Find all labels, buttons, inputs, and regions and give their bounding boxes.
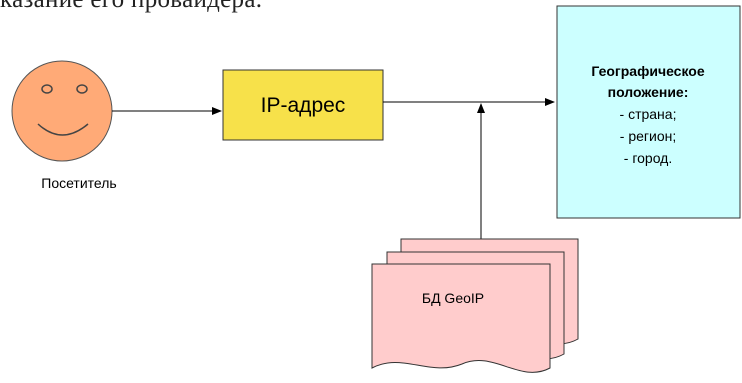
geoip-database-icon <box>371 238 579 373</box>
partial-heading-text: казание его провайдера. <box>0 0 742 16</box>
geo-item-city: - город. <box>624 150 672 166</box>
geo-title-line1: Географическое <box>591 63 704 79</box>
db-label: БД GeoIP <box>422 290 484 306</box>
db-doc-front <box>371 263 551 373</box>
visitor-left-eye <box>41 84 53 94</box>
geo-title-line2: положение: <box>608 84 689 100</box>
ip-address-label: IP-адрес <box>261 94 346 117</box>
visitor-icon <box>11 60 113 162</box>
visitor-label: Посетитель <box>41 175 116 191</box>
geo-item-country: - страна; <box>620 106 677 122</box>
ip-address-box <box>222 69 384 141</box>
visitor-smile <box>37 123 89 136</box>
visitor-face <box>11 60 113 162</box>
geo-item-region: - регион; <box>620 128 676 144</box>
visitor-right-eye <box>76 84 88 94</box>
geo-location-box <box>556 5 741 219</box>
